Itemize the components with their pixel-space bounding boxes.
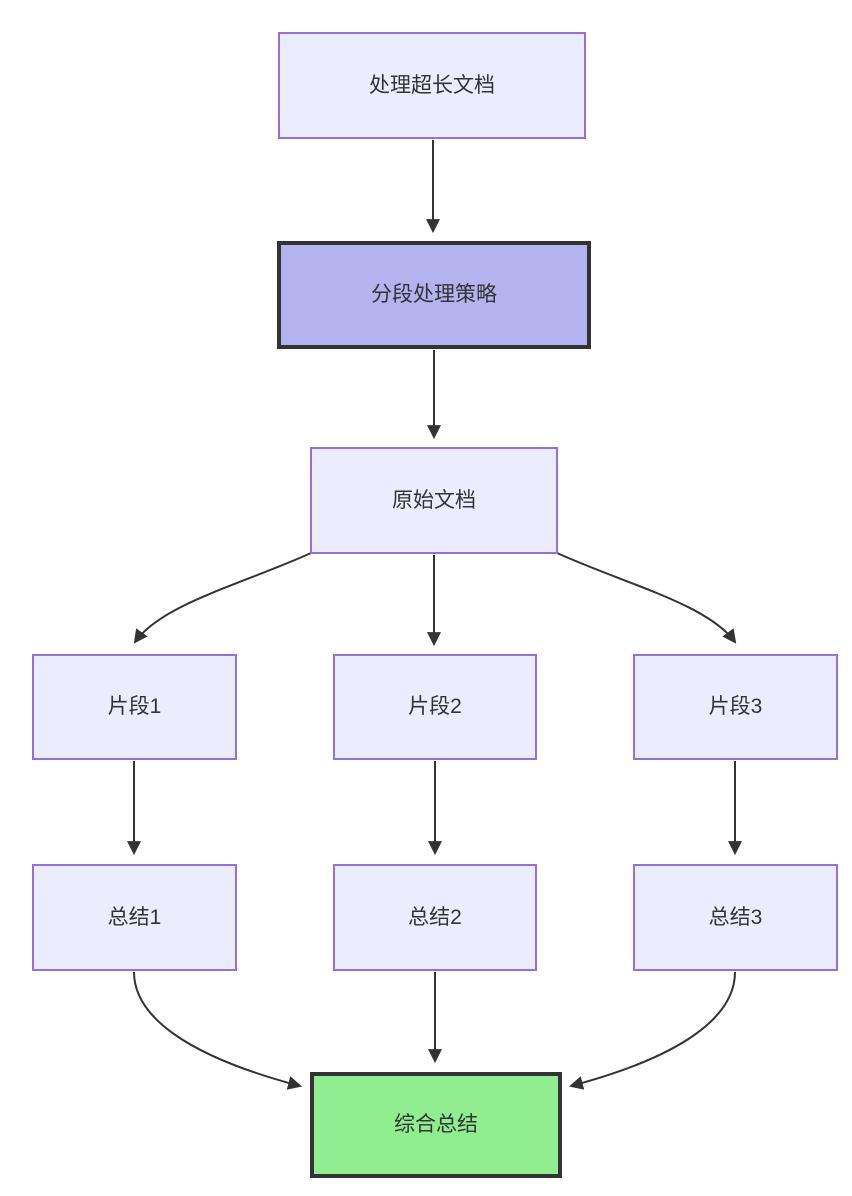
node-summary-1: 总结1 xyxy=(32,864,237,971)
node-original-document-label: 原始文档 xyxy=(392,488,476,512)
node-summary-3: 总结3 xyxy=(633,864,838,971)
node-fragment-2-label: 片段2 xyxy=(408,695,462,719)
node-fragment-1-label: 片段1 xyxy=(107,695,162,719)
node-segmentation-strategy: 分段处理策略 xyxy=(277,241,591,349)
node-summary-2-label: 总结2 xyxy=(408,905,462,929)
node-summary-1-label: 总结1 xyxy=(107,905,162,929)
edge-original-document-to-fragment-3 xyxy=(556,552,737,644)
node-combined-summary-label: 综合总结 xyxy=(394,1113,478,1137)
node-segmentation-strategy-label: 分段处理策略 xyxy=(371,283,497,307)
node-summary-3-label: 总结3 xyxy=(708,905,763,929)
node-summary-2: 总结2 xyxy=(333,864,537,971)
node-fragment-3-label: 片段3 xyxy=(708,695,763,719)
node-original-document: 原始文档 xyxy=(310,447,558,554)
node-fragment-2: 片段2 xyxy=(333,654,537,760)
node-combined-summary: 综合总结 xyxy=(310,1072,562,1178)
edge-original-document-to-fragment-1 xyxy=(133,552,312,644)
node-process-long-document: 处理超长文档 xyxy=(278,32,586,139)
edge-summary-3-to-combined-summary xyxy=(568,971,736,1090)
edge-summary-1-to-combined-summary xyxy=(133,971,303,1090)
node-process-long-document-label: 处理超长文档 xyxy=(369,73,495,97)
node-fragment-3: 片段3 xyxy=(633,654,838,760)
node-fragment-1: 片段1 xyxy=(32,654,237,760)
